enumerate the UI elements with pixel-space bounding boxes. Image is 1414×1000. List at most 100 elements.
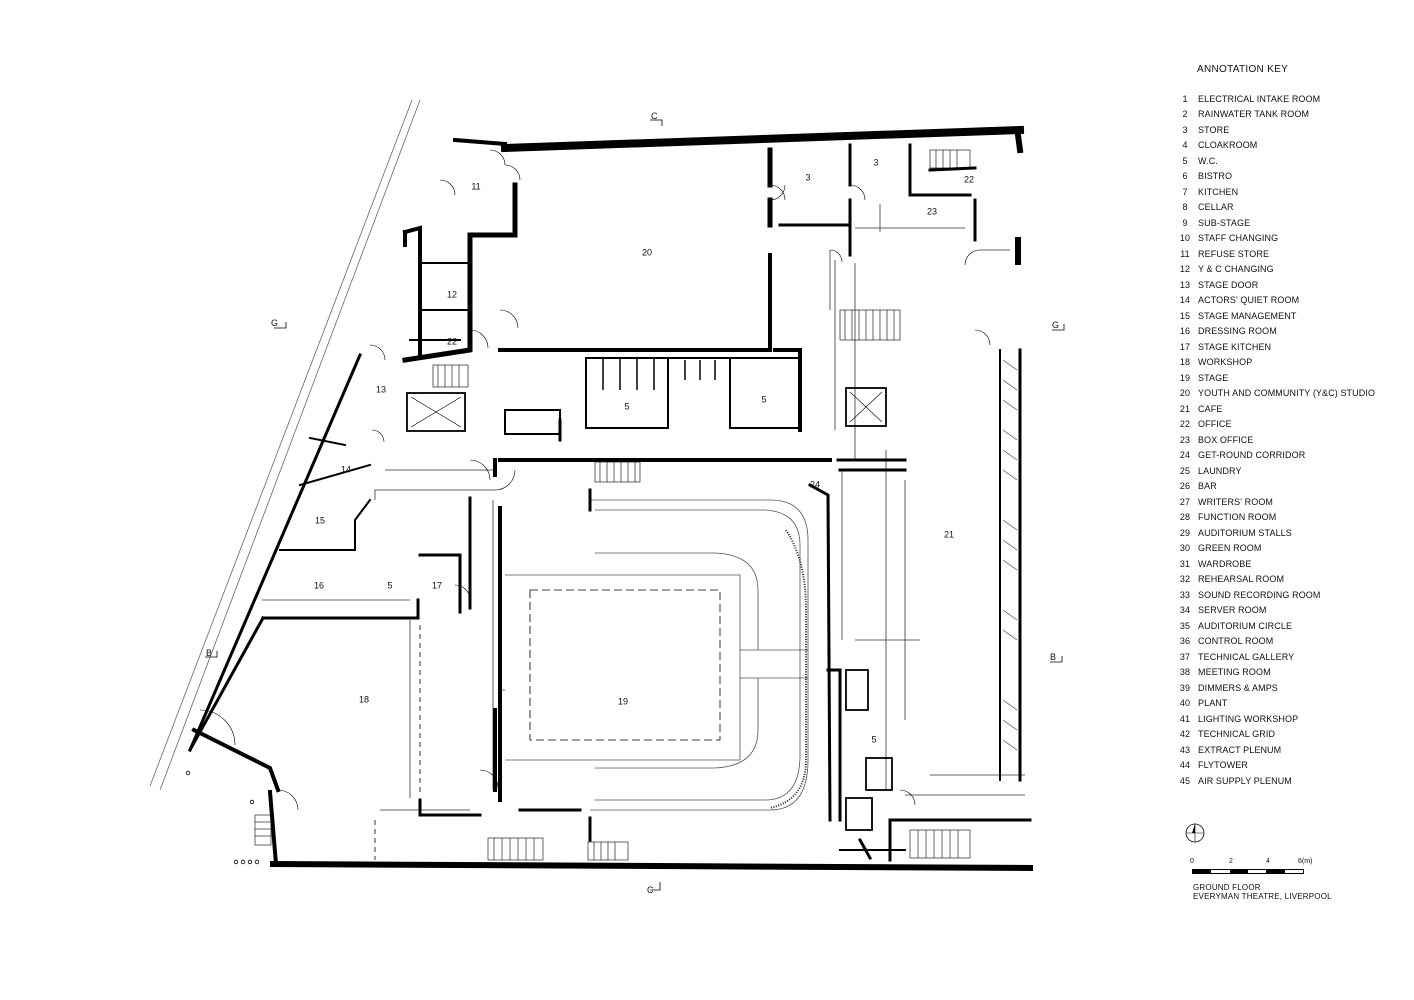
section-mark-c-bottom: C [647, 885, 654, 895]
room-label-wc-c: 5 [387, 580, 392, 590]
scale-tick-label: 0 [1190, 858, 1194, 865]
annotation-key-number: 3 [1182, 124, 1188, 135]
room-label-store-b: 3 [873, 157, 878, 167]
annotation-key-label: PLANT [1198, 698, 1228, 709]
annotation-key-label: TECHNICAL GRID [1198, 729, 1276, 740]
section-mark-b-right: B [1050, 652, 1056, 662]
annotation-key-label: AUDITORIUM STALLS [1198, 527, 1292, 538]
annotation-key-item: 8 CELLAR [1176, 200, 1401, 216]
annotation-key-item: 45 AIR SUPPLY PLENUM [1176, 773, 1401, 789]
room-label-workshop: 18 [359, 694, 369, 704]
scale-bar: 0 2 4 6(m) [1190, 858, 1313, 884]
annotation-key-number: 14 [1179, 295, 1191, 306]
annotation-key-label: WARDROBE [1198, 558, 1252, 569]
annotation-key-number: 7 [1182, 186, 1188, 197]
annotation-key-number: 10 [1179, 233, 1191, 244]
annotation-key-label: SUB-STAGE [1198, 217, 1251, 228]
room-label-refuse-store: 11 [471, 181, 480, 191]
annotation-key-label: REFUSE STORE [1198, 248, 1270, 259]
annotation-key-number: 32 [1179, 574, 1191, 585]
bollards [185, 770, 260, 865]
annotation-key-label: FLYTOWER [1198, 760, 1248, 771]
annotation-key-item: 14 ACTORS' QUIET ROOM [1176, 293, 1401, 309]
annotation-key-number: 9 [1182, 217, 1188, 228]
room-label-office-a: 22 [964, 174, 974, 184]
compass-north-icon [1185, 823, 1205, 843]
annotation-key-number: 27 [1179, 496, 1191, 507]
annotation-key-label: LIGHTING WORKSHOP [1198, 713, 1299, 724]
auditorium-outline [500, 499, 809, 811]
annotation-key-label: BAR [1198, 481, 1217, 492]
annotation-key-item: 39 DIMMERS & AMPS [1176, 680, 1401, 696]
annotation-key-number: 8 [1182, 202, 1188, 213]
section-mark-b-left: B [206, 648, 212, 658]
annotation-key-label: GREEN ROOM [1198, 543, 1262, 554]
wc-partitions [602, 358, 716, 390]
room-label-wc-d: 5 [871, 734, 876, 744]
stage-area-outline [529, 589, 721, 741]
annotation-key-label: OFFICE [1198, 419, 1232, 430]
annotation-key-label: TECHNICAL GALLERY [1198, 651, 1295, 662]
scale-tick-label: 6(m) [1298, 858, 1313, 865]
room-label-get-round-corridor: 24 [810, 479, 820, 489]
annotation-key-label: BOX OFFICE [1198, 434, 1254, 445]
annotation-key-number: 45 [1179, 775, 1191, 786]
annotation-key-label: YOUTH AND COMMUNITY (Y&C) STUDIO [1198, 388, 1376, 399]
annotation-key-number: 23 [1179, 434, 1191, 445]
annotation-key-number: 31 [1179, 558, 1191, 569]
annotation-key-label: STAGE DOOR [1198, 279, 1259, 290]
annotation-key-label: EXTRACT PLENUM [1198, 744, 1282, 755]
section-mark-g-right: G [1052, 320, 1059, 330]
annotation-key-number: 44 [1179, 760, 1191, 771]
annotation-key-item: 9 SUB-STAGE [1176, 215, 1401, 231]
annotation-key-number: 4 [1182, 140, 1188, 151]
annotation-key-number: 34 [1179, 605, 1191, 616]
annotation-key-number: 29 [1179, 527, 1191, 538]
annotation-key-number: 2 [1182, 109, 1188, 120]
annotation-key-number: 26 [1179, 481, 1191, 492]
door-swings [199, 149, 991, 811]
annotation-key-label: GET-ROUND CORRIDOR [1198, 450, 1306, 461]
annotation-key-label: SERVER ROOM [1198, 605, 1267, 616]
annotation-key-label: DRESSING ROOM [1198, 326, 1277, 337]
annotation-key-number: 24 [1179, 450, 1191, 461]
annotation-key-label: DIMMERS & AMPS [1198, 682, 1278, 693]
annotation-key-label: AIR SUPPLY PLENUM [1198, 775, 1292, 786]
room-label-stage-kitchen: 17 [432, 580, 442, 590]
annotation-key-number: 28 [1179, 512, 1191, 523]
annotation-key-number: 17 [1179, 341, 1191, 352]
annotation-key-number: 18 [1179, 357, 1191, 368]
interior-light-lines [262, 204, 1025, 811]
lift-crosses [410, 391, 883, 428]
drawing-caption: GROUND FLOOR EVERYMAN THEATRE, LIVERPOOL [1193, 883, 1332, 901]
annotation-key-number: 39 [1179, 682, 1191, 693]
annotation-key-label: ACTORS' QUIET ROOM [1198, 295, 1300, 306]
annotation-key-number: 13 [1179, 279, 1191, 290]
annotation-key-label: AUDITORIUM CIRCLE [1198, 620, 1293, 631]
annotation-key-label: CELLAR [1198, 202, 1234, 213]
room-label-box-office: 23 [927, 206, 937, 216]
annotation-key-number: 35 [1179, 620, 1191, 631]
scale-tick-label: 4 [1266, 858, 1270, 865]
